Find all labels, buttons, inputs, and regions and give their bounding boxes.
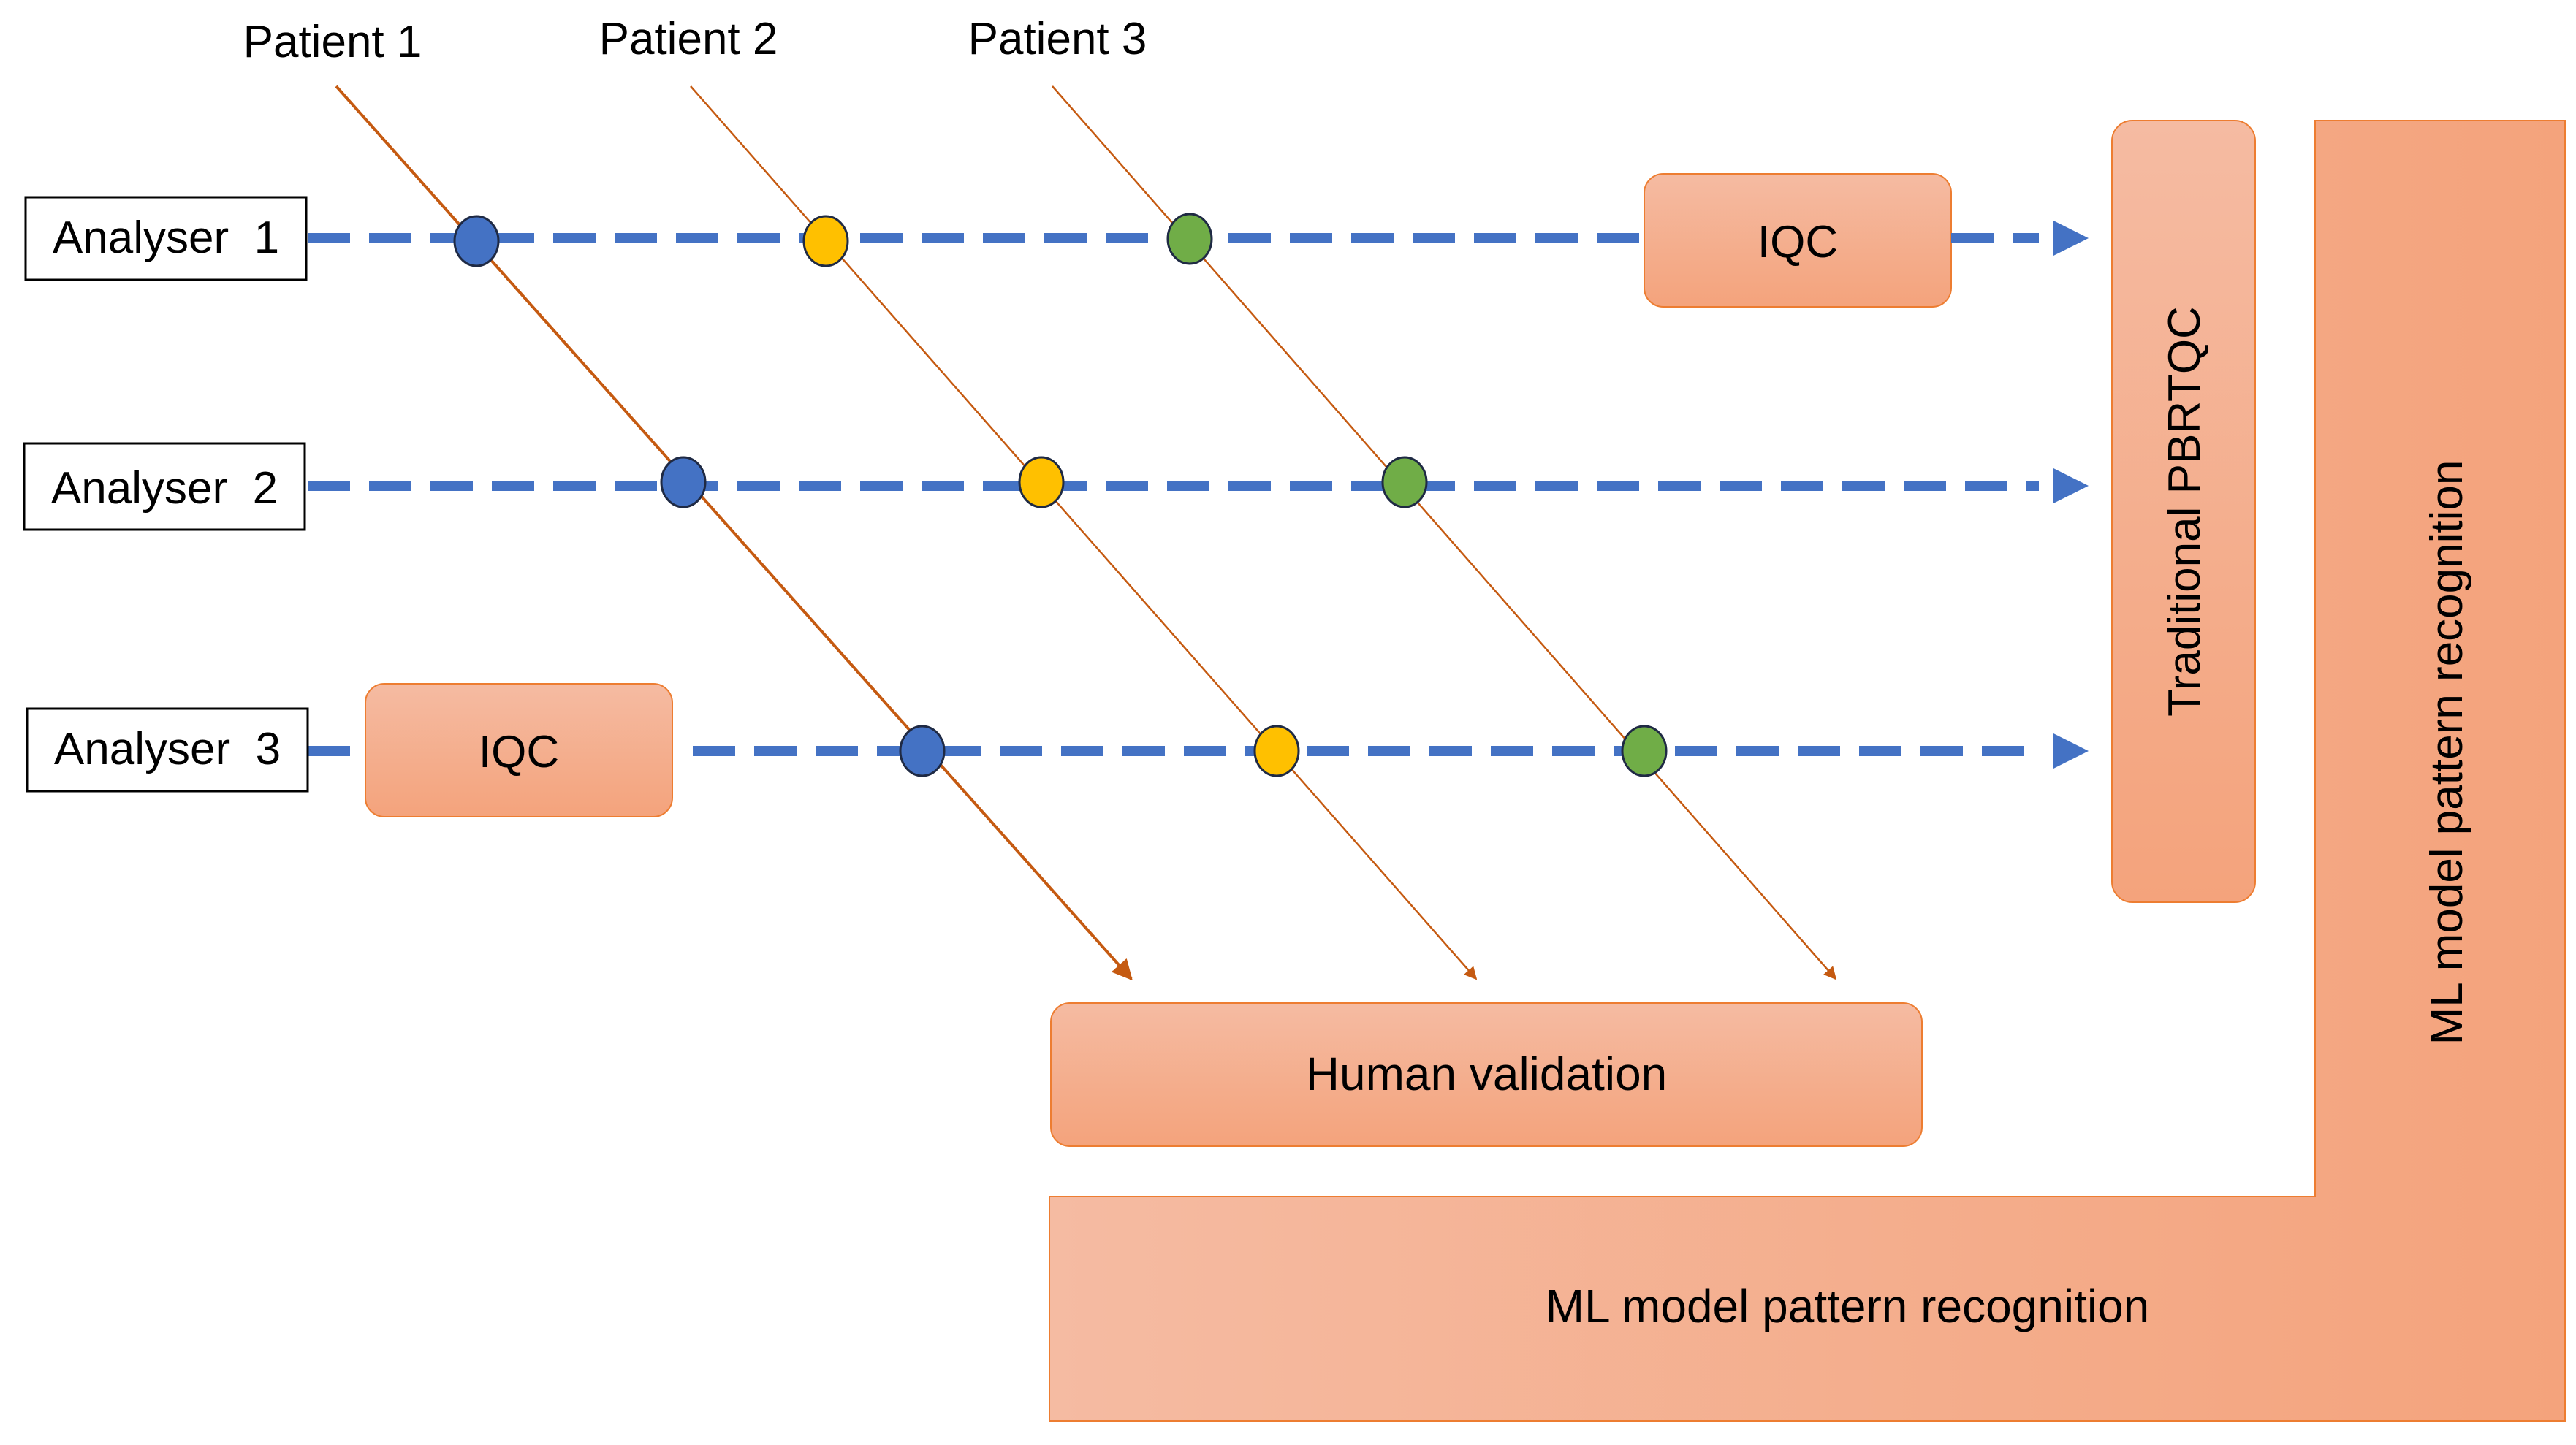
traditional-pbrtqc-label: Traditional PBRTQC (2159, 306, 2210, 717)
analyser-1-label: Analyser 1 (53, 213, 279, 263)
patient-2-label: Patient 2 (599, 14, 778, 64)
human-validation-label: Human validation (1306, 1048, 1668, 1100)
patient-1-line (335, 85, 1133, 981)
patient-2-analyser-2-dot (1018, 456, 1065, 508)
ml-horizontal-label: ML model pattern recognition (1546, 1280, 2150, 1332)
ml-pattern-recognition-region (1049, 120, 2566, 1422)
iqc-label-analyser-3: IQC (479, 727, 559, 777)
patient-2-line (690, 85, 1478, 980)
iqc-label-analyser-1: IQC (1758, 217, 1838, 267)
patient-1-analyser-2-dot (660, 456, 707, 508)
patient-3-analyser-1-dot (1166, 213, 1213, 265)
analyser-2-arrowhead (2053, 468, 2089, 503)
ml-vertical-label: ML model pattern recognition (2422, 460, 2472, 1045)
patient-2-analyser-3-dot (1253, 725, 1300, 777)
patient-sample-lines (335, 85, 1837, 981)
iqc-box-analyser-3 (365, 683, 673, 817)
human-validation-box (1050, 1002, 1923, 1147)
patient-2-analyser-1-dot (802, 215, 849, 267)
analyser-2-box (23, 442, 306, 531)
patient-1-analyser-1-dot (453, 215, 500, 267)
patient-3-analyser-2-dot (1381, 456, 1428, 508)
analyser-2-label: Analyser 2 (51, 463, 278, 514)
analyser-3-box (26, 707, 309, 793)
patient-1-analyser-3-dot (899, 725, 946, 777)
patient-3-label: Patient 3 (968, 14, 1147, 64)
patient-3-analyser-3-dot (1621, 725, 1668, 777)
sample-dots (453, 213, 1668, 777)
traditional-pbrtqc-box (2111, 120, 2256, 903)
patient-1-label: Patient 1 (243, 17, 422, 67)
analyser-1-arrowhead (2053, 221, 2089, 256)
analyser-3-label: Analyser 3 (54, 724, 281, 774)
analyser-1-box (24, 196, 308, 281)
analyser-3-arrowhead (2053, 733, 2089, 769)
